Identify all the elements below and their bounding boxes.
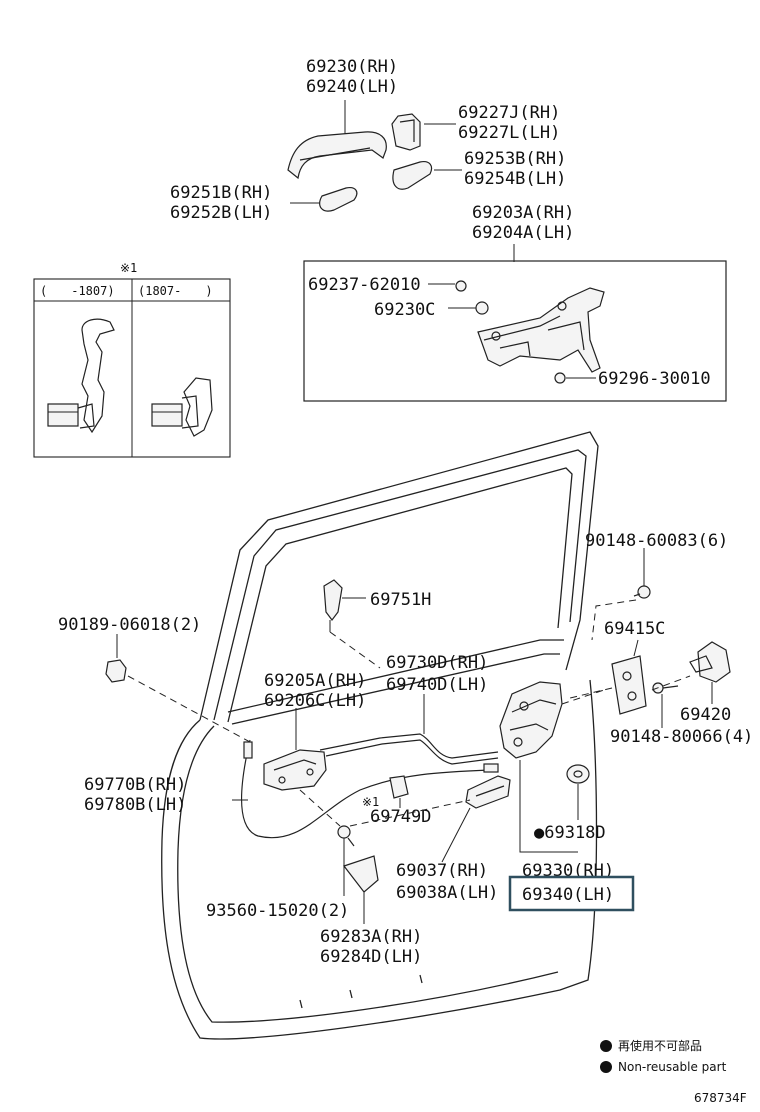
inset-bracket-old-part (47, 318, 115, 434)
highlight-box-69340[interactable] (508, 875, 635, 912)
bracket-69037-group: 69037(RH) 69038A(LH) (396, 775, 511, 903)
screw-15020-group: 93560-15020(2) (206, 789, 471, 921)
cover-69283a-part[interactable] (343, 855, 379, 893)
label-69227j: 69227J(RH) (458, 103, 560, 123)
plate-69415c-part[interactable] (611, 655, 647, 715)
label-69230c: 69230C (374, 300, 435, 320)
label-90189-06018: 90189-06018(2) (58, 615, 201, 635)
label-69237-62010: 69237-62010 (308, 275, 421, 295)
label-90148-60083: 90148-60083(6) (585, 531, 728, 551)
striker-group: 69415C 69420 90148-80066(4) (569, 619, 753, 747)
label-69780b: 69780B(LH) (84, 795, 186, 815)
label-69227l: 69227L(LH) (458, 123, 560, 143)
handle-pad-front-part[interactable] (319, 187, 358, 212)
label-69415c: 69415C (604, 619, 665, 639)
legend-en-text: Non-reusable part (618, 1060, 727, 1074)
door-outline (161, 431, 599, 1040)
inside-handle-part[interactable] (263, 749, 327, 791)
label-69253b: 69253B(RH) (464, 149, 566, 169)
cable-group: 69770B(RH) 69780B(LH) (84, 739, 499, 839)
note-inset-box: ※1 ( -1807) (1807- ) (33, 261, 231, 458)
label-69251b: 69251B(RH) (170, 183, 272, 203)
rod-69730d-part[interactable] (319, 733, 499, 759)
inset-period-after: (1807- ) (138, 284, 213, 298)
handle-pad-rear-part[interactable] (392, 161, 433, 190)
legend-dot-jp (600, 1040, 612, 1052)
label-69203a: 69203A(RH) (472, 203, 574, 223)
striker-69420-part[interactable] (697, 641, 731, 683)
handle-frame-part[interactable] (477, 287, 605, 373)
screw-15020-part[interactable] (337, 825, 351, 839)
cover-69283a-group: 69283A(RH) 69284D(LH) (320, 855, 422, 967)
label-69037: 69037(RH) (396, 861, 488, 881)
inset-note-symbol: ※1 (120, 261, 137, 275)
label-69230rh: 69230(RH) (306, 57, 398, 77)
label-69749d: 69749D (370, 807, 431, 827)
label-69296-30010: 69296-30010 (598, 369, 711, 389)
label-69205a: 69205A(RH) (264, 671, 366, 691)
label-69240lh: 69240(LH) (306, 77, 398, 97)
label-69254b: 69254B(LH) (464, 169, 566, 189)
label-69730d: 69730D(RH) (386, 653, 488, 673)
door-lock-part[interactable] (499, 681, 563, 759)
lock-labels: 69330(RH) 69340(LH) (508, 861, 635, 912)
legend: 再使用不可部品 Non-reusable part (600, 1038, 727, 1074)
pin-69751h-part[interactable] (323, 579, 343, 621)
rod-group: 69730D(RH) 69740D(LH) (319, 653, 499, 765)
label-69038a: 69038A(LH) (396, 883, 498, 903)
screw-60083-part[interactable] (637, 585, 651, 599)
label-69318d: ●69318D (534, 823, 606, 843)
inset-period-before: ( -1807) (40, 284, 115, 298)
door-lock-group (499, 681, 605, 853)
frame-box-outline (303, 260, 727, 402)
clip-69749d-part[interactable] (389, 775, 409, 799)
label-69252b: 69252B(LH) (170, 203, 272, 223)
part-69230c-drawing[interactable] (475, 301, 489, 315)
clip-69749d-group: ※1 69749D (362, 775, 431, 827)
handle-frame-box: 69203A(RH) 69204A(LH) 69237-62010 69230C… (303, 203, 727, 402)
label-69206c: 69206C(LH) (264, 691, 366, 711)
reference-code: 678734F (694, 1091, 747, 1105)
label-69770b: 69770B(RH) (84, 775, 186, 795)
label-69751h: 69751H (370, 590, 431, 610)
clip-06018-part[interactable] (105, 659, 127, 683)
label-69284d: 69284D(LH) (320, 947, 422, 967)
label-69340: 69340(LH) (522, 885, 614, 905)
label-93560-15020: 93560-15020(2) (206, 901, 349, 921)
screw-62010-part[interactable] (455, 280, 467, 292)
label-69283a: 69283A(RH) (320, 927, 422, 947)
pin-69751h-group: 69751H (323, 579, 431, 669)
washer-69318d-group: ●69318D (534, 764, 606, 843)
inset-bracket-new-part (151, 377, 213, 437)
label-note-2: ※1 (362, 795, 379, 809)
screw-60083-group: 90148-60083(6) (585, 531, 728, 641)
clip-06018-group: 90189-06018(2) (58, 615, 251, 743)
outside-handle-group: 69230(RH) 69240(LH) 69227J(RH) 69227L(LH… (170, 57, 566, 223)
outside-handle-part[interactable] (287, 131, 387, 180)
cable-69770b-part[interactable] (241, 739, 491, 839)
label-69204a: 69204A(LH) (472, 223, 574, 243)
label-69420: 69420 (680, 705, 731, 725)
legend-jp-text: 再使用不可部品 (618, 1038, 702, 1053)
bolt-30010-part[interactable] (554, 372, 566, 384)
legend-dot-en (600, 1061, 612, 1073)
washer-69318d-part[interactable] (566, 764, 590, 784)
inside-handle-group: 69205A(RH) 69206C(LH) (263, 671, 366, 791)
label-90148-80066: 90148-80066(4) (610, 727, 753, 747)
handle-cover-part[interactable] (391, 113, 421, 151)
label-69740d: 69740D(LH) (386, 675, 488, 695)
